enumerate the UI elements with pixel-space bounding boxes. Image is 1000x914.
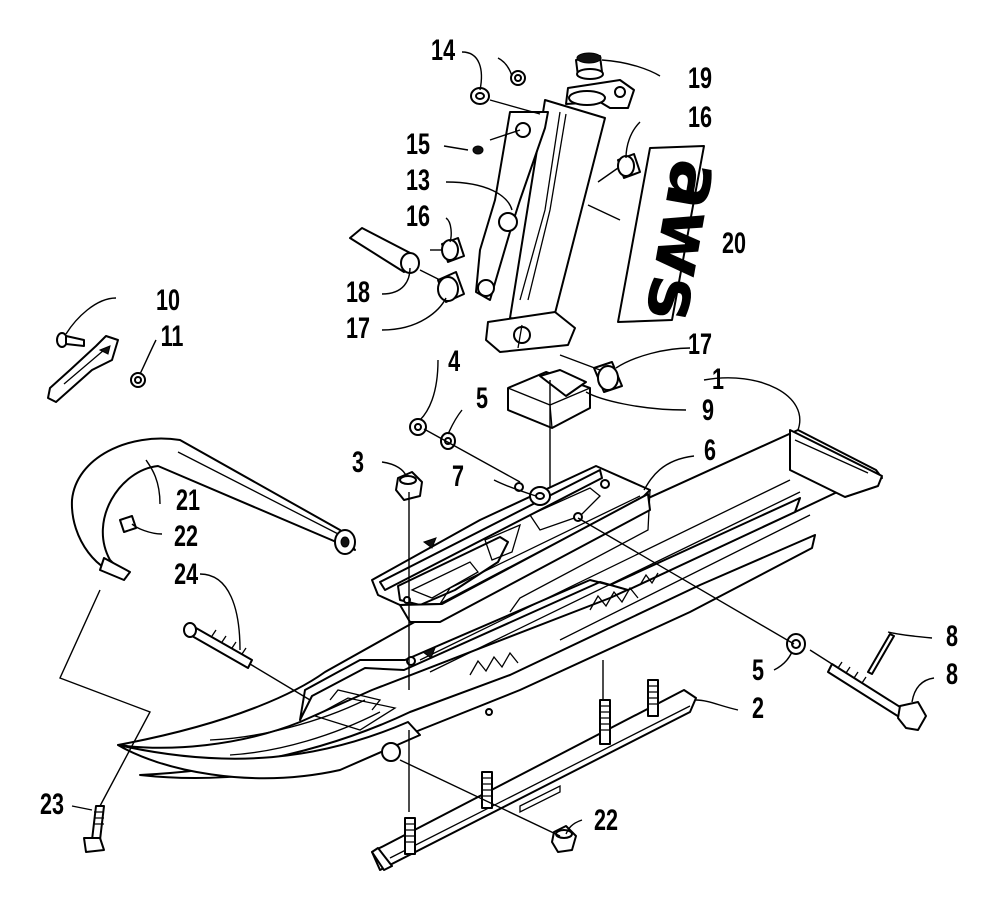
callout-18: 18 (346, 274, 370, 308)
washer (529, 486, 551, 506)
callout-5: 5 (476, 380, 488, 414)
callout-9: 8 (946, 618, 958, 652)
leader-lines (65, 51, 935, 835)
callout-1: 1 (712, 361, 724, 395)
callout-17: 17 (346, 310, 370, 344)
bushing (441, 237, 465, 263)
nut (551, 825, 577, 853)
callout-14: 14 (431, 32, 455, 66)
callout-23: 23 (40, 786, 64, 820)
bushing-large (593, 361, 623, 393)
callout-16: 16 (406, 198, 430, 232)
spindle (475, 99, 606, 353)
callout-4: 4 (448, 343, 460, 377)
bolt (827, 661, 927, 731)
callout-3: 3 (352, 444, 364, 478)
callout-12: 11 (161, 318, 184, 352)
callout-6: 6 (704, 432, 716, 466)
callout-11: 10 (156, 282, 180, 316)
callout-16: 16 (688, 99, 712, 133)
wear-bar-stud (481, 771, 493, 809)
bushing-large (437, 271, 465, 303)
tow-bracket (47, 335, 119, 403)
callout-10: 9 (702, 392, 714, 426)
callout-19: 19 (688, 60, 712, 94)
nut (119, 515, 137, 533)
callout-24: 24 (174, 556, 198, 590)
washer (440, 432, 456, 450)
grease-fitting (472, 145, 484, 155)
assembly-lines (59, 99, 833, 837)
callout-21: 21 (176, 482, 200, 516)
steering-arm (565, 52, 635, 109)
callout-2: 2 (752, 690, 764, 724)
nut (395, 471, 423, 501)
wear-bar-stud (599, 699, 611, 745)
callout-5: 5 (752, 652, 764, 686)
callout-8: 8 (946, 656, 958, 690)
callout-22: 22 (594, 802, 618, 836)
wear-bar-stud (404, 817, 416, 855)
callout-20: 20 (722, 225, 746, 259)
screw (56, 332, 85, 348)
bushing (617, 153, 641, 179)
callout-13: 13 (406, 162, 430, 196)
nut (409, 418, 427, 436)
callout-7: 7 (452, 458, 464, 492)
pin (349, 227, 420, 274)
callout-22: 22 (174, 518, 198, 552)
callout-15: 15 (406, 126, 430, 160)
ski-loop (70, 437, 356, 581)
bolt (83, 805, 105, 853)
washer (510, 70, 526, 86)
bumper-block (507, 369, 591, 429)
callouts: 14 19 16 15 13 16 20 18 17 10 11 17 4 1 … (40, 32, 958, 836)
wear-bar-stud (647, 679, 659, 717)
nut (130, 372, 146, 388)
callout-17: 17 (688, 326, 712, 360)
wear-bar (371, 679, 697, 871)
cotter-pin (867, 633, 895, 675)
washer (470, 87, 490, 105)
washer (786, 633, 806, 655)
bolt (183, 622, 253, 669)
